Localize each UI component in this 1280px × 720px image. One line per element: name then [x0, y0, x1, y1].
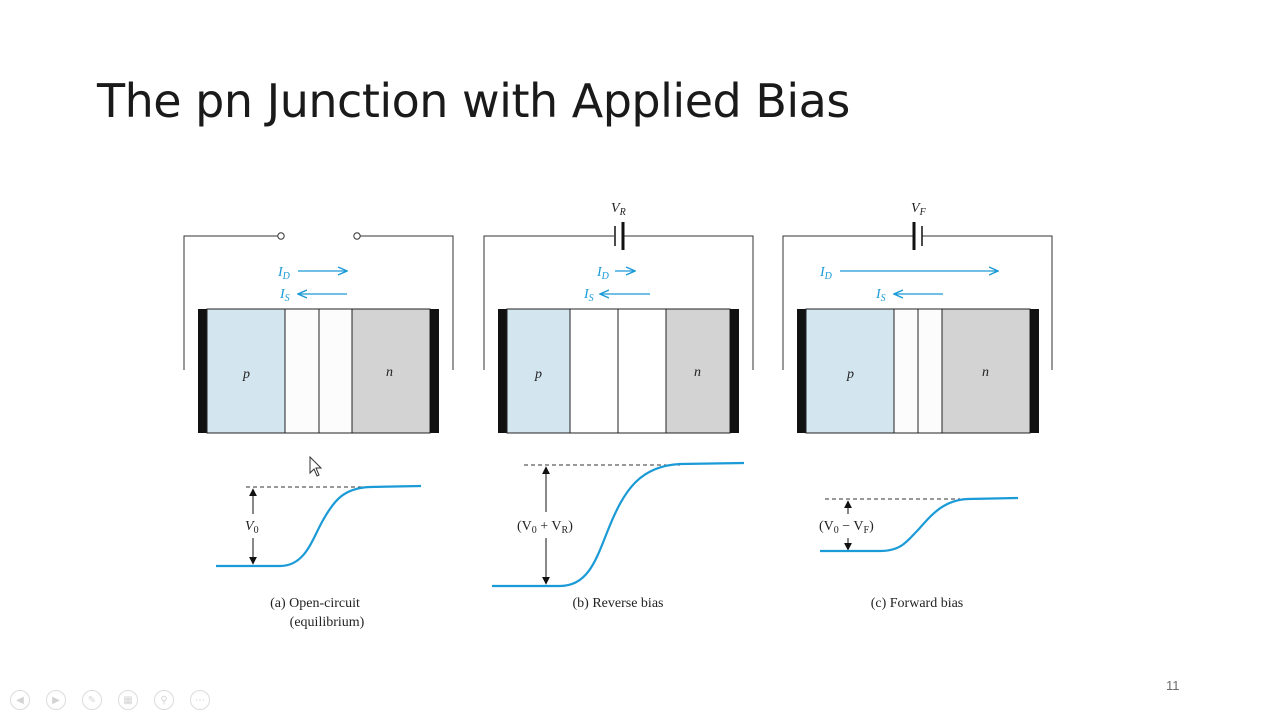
zoom-icon[interactable]: ⚲ — [154, 690, 174, 710]
caption-line-1: (a) Open-circuit — [270, 596, 360, 611]
reverse-voltage-label: VR — [611, 201, 626, 218]
presentation-toolbar: ◀ ▶ ✎ ▦ ⚲ ⋯ — [10, 690, 210, 710]
page-number: 11 — [1166, 678, 1180, 693]
slides-icon[interactable]: ▦ — [118, 690, 138, 710]
diffusion-current-label: ID — [277, 265, 291, 282]
circuit-wire — [483, 235, 754, 370]
caption-line-2: (equilibrium) — [290, 615, 365, 630]
mouse-cursor-icon — [309, 456, 323, 477]
n-region — [941, 308, 1031, 434]
depletion-n-side — [318, 308, 353, 434]
drift-current-label: IS — [583, 287, 594, 304]
contact-left — [198, 309, 207, 433]
depletion-p-side — [569, 308, 619, 434]
circuit-wire — [183, 235, 454, 370]
depletion-n-side — [617, 308, 667, 434]
more-icon[interactable]: ⋯ — [190, 690, 210, 710]
drift-current-label: IS — [279, 287, 290, 304]
barrier-label: V0 — [245, 519, 259, 536]
diffusion-current-label: ID — [596, 265, 610, 282]
n-label: n — [982, 365, 989, 380]
diffusion-current-label: ID — [819, 265, 833, 282]
potential-curve — [492, 461, 745, 588]
n-label: n — [386, 365, 393, 380]
slide-title: The pn Junction with Applied Bias — [97, 74, 850, 128]
depletion-n-side — [917, 308, 943, 434]
circuit-wire — [782, 235, 1053, 370]
p-region — [805, 308, 895, 434]
open-terminal-right — [353, 232, 361, 240]
p-region — [506, 308, 571, 434]
p-label: p — [534, 367, 542, 382]
contact-right — [430, 309, 439, 433]
contact-right — [730, 309, 739, 433]
n-label: n — [694, 365, 701, 380]
forward-voltage-label: VF — [911, 201, 927, 218]
p-region — [206, 308, 286, 434]
p-label: p — [846, 367, 854, 382]
previous-icon[interactable]: ◀ — [10, 690, 30, 710]
panel-open-circuit: ID IS p n V0 (a) Open-circuit (equilibri… — [183, 232, 454, 630]
pen-icon[interactable]: ✎ — [82, 690, 102, 710]
barrier-label: (V0 − VF) — [819, 519, 874, 536]
open-terminal-left — [277, 232, 285, 240]
depletion-p-side — [284, 308, 320, 434]
drift-current-label: IS — [875, 287, 886, 304]
panel-forward-bias: VF ID IS p n (V0 − VF) (c) Forward bias — [782, 201, 1053, 611]
caption-line-1: (b) Reverse bias — [573, 596, 664, 611]
depletion-p-side — [893, 308, 919, 434]
contact-right — [1030, 309, 1039, 433]
n-region — [351, 308, 431, 434]
n-region — [665, 308, 731, 434]
caption-line-1: (c) Forward bias — [871, 596, 964, 611]
next-icon[interactable]: ▶ — [46, 690, 66, 710]
potential-curve — [216, 484, 422, 568]
contact-left — [498, 309, 507, 433]
contact-left — [797, 309, 806, 433]
barrier-label: (V0 + VR) — [517, 519, 573, 536]
panel-reverse-bias: VR ID IS p n (V0 + VR) (b) Reverse bias — [483, 201, 754, 611]
potential-curve — [820, 496, 1019, 553]
p-label: p — [242, 367, 250, 382]
